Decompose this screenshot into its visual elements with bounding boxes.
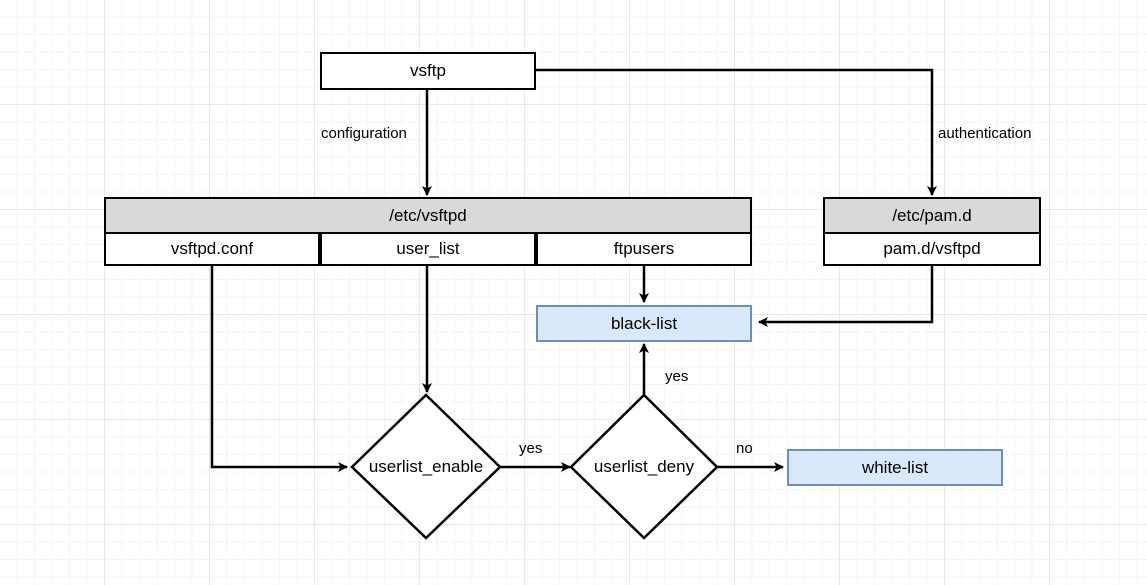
- node-white-list-label: white-list: [861, 457, 929, 477]
- node-pam-d-vsftpd[interactable]: pam.d/vsftpd: [823, 234, 1041, 266]
- node-user-list[interactable]: user_list: [320, 234, 536, 266]
- node-vsftpd-conf-label: vsftpd.conf: [170, 239, 254, 259]
- edge-label-configuration-text: configuration: [321, 125, 407, 142]
- node-userlist-deny-label-wrap[interactable]: userlist_deny: [571, 455, 717, 479]
- edge-vsftp-to-etc-pam-d: [536, 68, 937, 196]
- node-ftpusers-label: ftpusers: [613, 239, 675, 259]
- node-black-list[interactable]: black-list: [536, 305, 752, 342]
- edge-label-deny-to-blacklist: yes: [665, 368, 688, 385]
- node-etc-vsftpd-label: /etc/vsftpd: [389, 205, 467, 225]
- node-vsftp-label: vsftp: [410, 61, 446, 81]
- node-userlist-enable-label-wrap[interactable]: userlist_enable: [352, 455, 500, 479]
- node-user-list-label: user_list: [396, 239, 460, 259]
- node-userlist-enable-label: userlist_enable: [368, 457, 484, 476]
- edge-pam-d-vsftpd-to-black-list: [758, 266, 934, 327]
- edge-label-configuration: configuration: [321, 125, 407, 142]
- edge-label-deny-to-whitelist-text: no: [736, 440, 753, 457]
- edge-vsftpd-conf-to-userlist-enable: [210, 266, 348, 472]
- node-userlist-deny-label: userlist_deny: [593, 457, 695, 476]
- node-black-list-label: black-list: [610, 313, 678, 333]
- edge-label-deny-to-whitelist: no: [736, 440, 753, 457]
- node-white-list[interactable]: white-list: [787, 449, 1003, 486]
- edge-label-authentication-text: authentication: [938, 125, 1032, 142]
- node-etc-pam-d[interactable]: /etc/pam.d: [823, 197, 1041, 234]
- node-pam-d-vsftpd-label: pam.d/vsftpd: [883, 239, 981, 259]
- node-vsftp[interactable]: vsftp: [320, 52, 536, 90]
- node-etc-pam-d-label: /etc/pam.d: [892, 205, 972, 225]
- edge-label-enable-to-deny-text: yes: [519, 440, 543, 457]
- edge-label-enable-to-deny: yes: [519, 440, 542, 457]
- node-etc-vsftpd[interactable]: /etc/vsftpd: [104, 197, 752, 234]
- edge-label-authentication: authentication: [938, 125, 1031, 142]
- edge-label-deny-to-blacklist-text: yes: [665, 368, 689, 385]
- node-vsftpd-conf[interactable]: vsftpd.conf: [104, 234, 320, 266]
- node-ftpusers[interactable]: ftpusers: [536, 234, 752, 266]
